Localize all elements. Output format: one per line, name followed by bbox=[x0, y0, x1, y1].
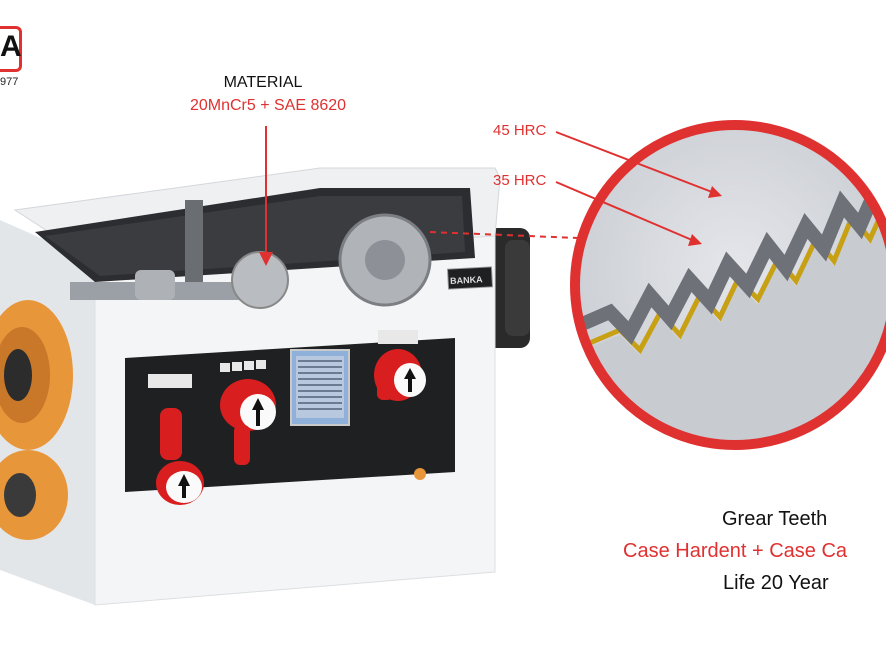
speed-selector-knob bbox=[220, 379, 276, 465]
hrc-35-pointer bbox=[555, 181, 702, 246]
indicator-lamp bbox=[414, 468, 426, 480]
gear-teeth-title: Grear Teeth bbox=[722, 508, 828, 530]
hrc-45-pointer bbox=[555, 131, 722, 198]
material-value: 20MnCr5 + SAE 8620 bbox=[189, 97, 347, 114]
material-callout-arrow bbox=[259, 126, 273, 266]
brand-logo-frame bbox=[0, 26, 22, 72]
hrc-35-label: 35 HRC bbox=[493, 172, 547, 189]
hrc-45-label: 45 HRC bbox=[493, 122, 547, 139]
reverse-forward-knob bbox=[156, 408, 204, 505]
material-title: MATERIAL bbox=[223, 74, 303, 91]
output-flange bbox=[0, 300, 73, 540]
control-panel bbox=[125, 266, 494, 492]
brand-plate-text: BANKA bbox=[450, 274, 483, 286]
gear-life: Life 20 Year bbox=[723, 572, 829, 594]
gear-teeth-magnifier bbox=[570, 120, 886, 450]
gear-treatment: Case Hardent + Case Ca bbox=[623, 540, 848, 562]
slow-fast-knob bbox=[374, 349, 426, 401]
magnifier-connector bbox=[429, 231, 579, 239]
brand-logo-letter: A bbox=[0, 30, 22, 63]
brand-logo-year: 977 bbox=[0, 76, 19, 88]
